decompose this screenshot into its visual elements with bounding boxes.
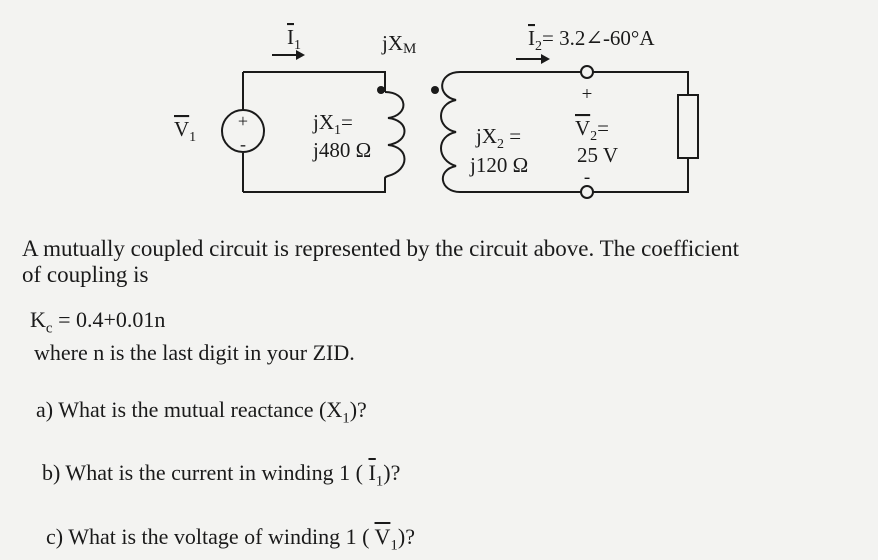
v1-label: V1 — [174, 117, 196, 145]
formula-note: where n is the last digit in your ZID. — [34, 340, 355, 365]
question-b-variable: I — [368, 460, 376, 485]
x2-label-line2: j120 Ω — [469, 153, 528, 177]
secondary-wire-top-right — [593, 71, 689, 95]
i2-label: I2= 3.2∠-60°A — [528, 26, 655, 54]
question-b: b) What is the current in winding 1 ( I1… — [42, 460, 400, 494]
secondary-coil — [440, 71, 461, 193]
formula-subscript: c — [45, 320, 53, 337]
dot-marker-secondary — [431, 86, 439, 94]
coupling-formula: Kc = 0.4+0.01n — [30, 307, 165, 341]
question-c-end: )? — [397, 524, 415, 549]
question-c-text: c) What is the voltage of winding 1 ( — [46, 524, 375, 549]
question-b-subscript: 1 — [375, 473, 384, 490]
formula-k: K — [30, 307, 46, 332]
x1-label-line1: jX1= — [312, 110, 353, 138]
question-a-subscript: 1 — [342, 410, 350, 427]
terminal-top — [580, 65, 594, 79]
question-a: a) What is the mutual reactance (X1)? — [36, 397, 367, 431]
voltage-source — [221, 109, 265, 153]
primary-wire-top — [243, 71, 386, 92]
i2-arrowhead-icon — [541, 54, 550, 64]
v2-value: 25 V — [577, 143, 618, 167]
i1-arrowhead-icon — [296, 50, 305, 60]
question-a-end: )? — [349, 397, 367, 422]
primary-coil — [384, 91, 406, 179]
dot-marker-primary — [377, 86, 385, 94]
question-a-text: a) What is the mutual reactance (X — [36, 397, 343, 422]
v2-minus-sign: - — [584, 167, 590, 188]
problem-line-2: of coupling is — [22, 262, 149, 287]
question-b-end: )? — [383, 460, 401, 485]
question-c-subscript: 1 — [390, 537, 398, 554]
load-resistor — [677, 94, 699, 159]
i1-label: I1 — [287, 25, 301, 53]
v2-plus-sign: + — [582, 84, 593, 105]
source-minus-sign: - — [240, 134, 246, 154]
source-plus-sign: + — [238, 111, 248, 131]
mutual-reactance-label: jXM — [381, 31, 416, 57]
problem-line-1: A mutually coupled circuit is represente… — [22, 236, 740, 261]
primary-wire-bottom — [243, 178, 386, 193]
question-c: c) What is the voltage of winding 1 ( V1… — [46, 524, 415, 558]
question-b-text: b) What is the current in winding 1 ( — [42, 460, 369, 485]
v2-label: V2= — [575, 116, 609, 144]
formula-expression: = 0.4+0.01n — [52, 307, 166, 332]
x2-label-line1: jX2 = — [475, 124, 521, 152]
x1-label-line2: j480 Ω — [312, 138, 371, 162]
terminal-bottom — [580, 185, 594, 199]
circuit-diagram: + - I1 jXM I2= 3.2∠-60°A V1 jX1= j480 Ω … — [174, 25, 699, 199]
secondary-wire-right-bottom — [593, 158, 689, 193]
question-c-variable: V — [374, 524, 391, 549]
problem-statement: A mutually coupled circuit is represente… — [22, 236, 739, 288]
